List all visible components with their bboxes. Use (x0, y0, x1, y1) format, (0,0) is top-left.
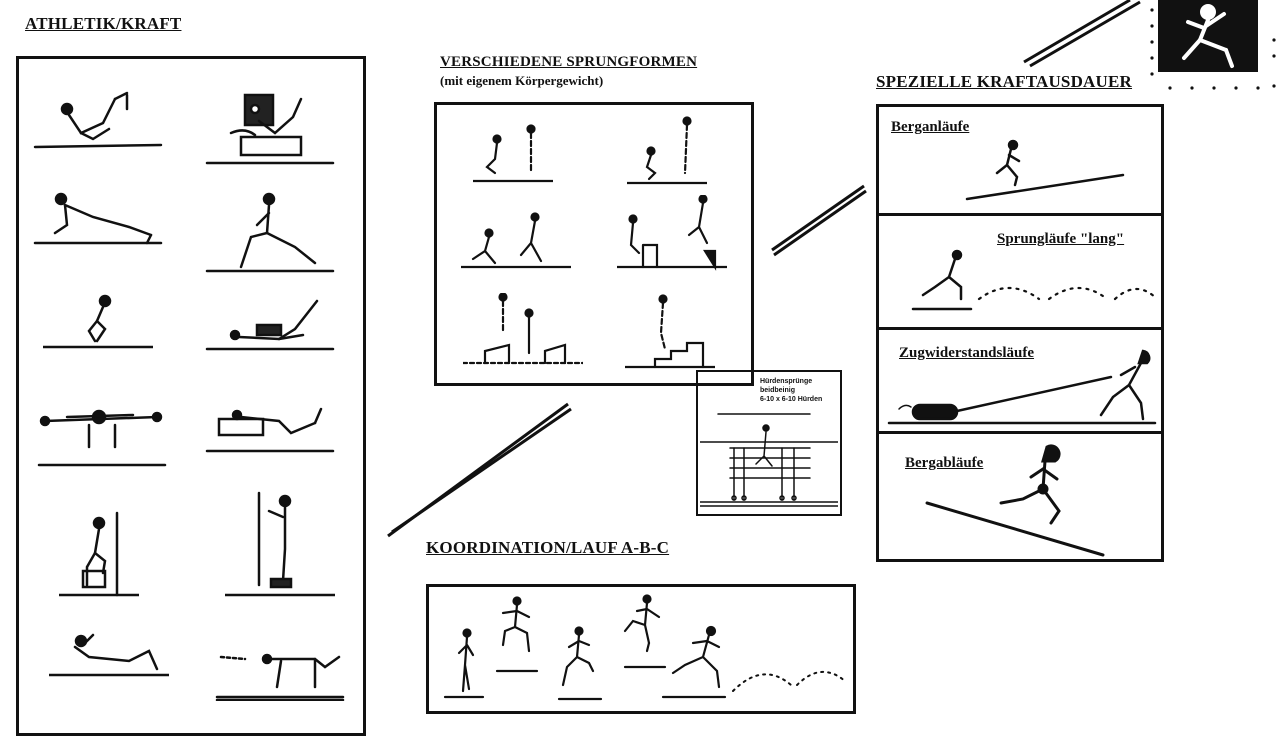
exercise-sit-up (49, 625, 169, 681)
zugwiderstand-label: Zugwiderstandsläufe (899, 345, 1035, 361)
huerden-line3: 6-10 x 6-10 Hürden (760, 396, 823, 403)
huerden-illustration (700, 408, 838, 512)
sprung-subtitle: (mit eigenem Körpergewicht) (440, 73, 604, 88)
exercise-squat-jump (43, 287, 153, 353)
jump-tuck (473, 121, 553, 185)
sled-pull-illustration (885, 337, 1161, 429)
abc-skip-3 (555, 623, 605, 703)
exercise-bench-hip-raise (205, 395, 335, 455)
kraft-divider-1 (879, 213, 1161, 216)
uphill-run-illustration (963, 139, 1129, 205)
exercise-leg-raise (33, 89, 163, 155)
abc-skip-4 (619, 591, 671, 671)
exercise-back-leg-raise (205, 295, 335, 355)
abc-skip-2 (493, 593, 543, 675)
exercise-step-up (59, 509, 139, 599)
kraftausdauer-panel: Berganläufe Sprungläufe "lang" Zugwiders… (876, 104, 1164, 562)
connector-lines (387, 0, 1141, 538)
exercise-push-up (33, 185, 163, 249)
exercise-leg-press-machine (205, 87, 335, 167)
bounding-run-illustration (909, 247, 1159, 313)
exercise-bench-press (37, 395, 167, 469)
kraftausdauer-title: SPEZIELLE KRAFTAUSDAUER (876, 72, 1133, 91)
athlete-running-logo-icon (1150, 0, 1276, 90)
huerden-panel: Hürdensprünge beidbeinig 6-10 x 6-10 Hür… (696, 370, 842, 516)
jump-crouch-extend (627, 115, 707, 187)
koordination-panel (426, 584, 856, 714)
sprunglaeufe-label: Sprungläufe "lang" (997, 231, 1125, 247)
exercise-quadruped (215, 637, 345, 701)
huerden-line1: Hürdensprünge (760, 378, 813, 385)
exercise-wall-calf-raise (225, 489, 335, 599)
jump-box-step (617, 195, 727, 271)
downhill-run-illustration (923, 441, 1113, 559)
sprung-panel (434, 102, 754, 386)
jump-stairs (625, 293, 715, 373)
kraft-divider-3 (879, 431, 1161, 434)
kraft-divider-2 (879, 327, 1161, 330)
abc-skip-1 (441, 625, 487, 701)
berganlaeufe-label: Berganläufe (891, 119, 970, 135)
logo (1148, 0, 1280, 96)
jump-squat-lunge (461, 207, 571, 271)
jump-hurdle (463, 293, 583, 373)
bergablaeufe-label: Bergabläufe (905, 455, 984, 471)
athletik-title: ATHLETIK/KRAFT (25, 14, 182, 33)
exercise-lunge (205, 177, 335, 275)
athletik-panel (16, 56, 366, 736)
sprung-title: VERSCHIEDENE SPRUNGFORMEN (440, 54, 698, 70)
huerden-line2: beidbeinig (760, 387, 795, 394)
koordination-title: KOORDINATION/LAUF A-B-C (426, 538, 670, 557)
abc-bounding (659, 621, 849, 705)
